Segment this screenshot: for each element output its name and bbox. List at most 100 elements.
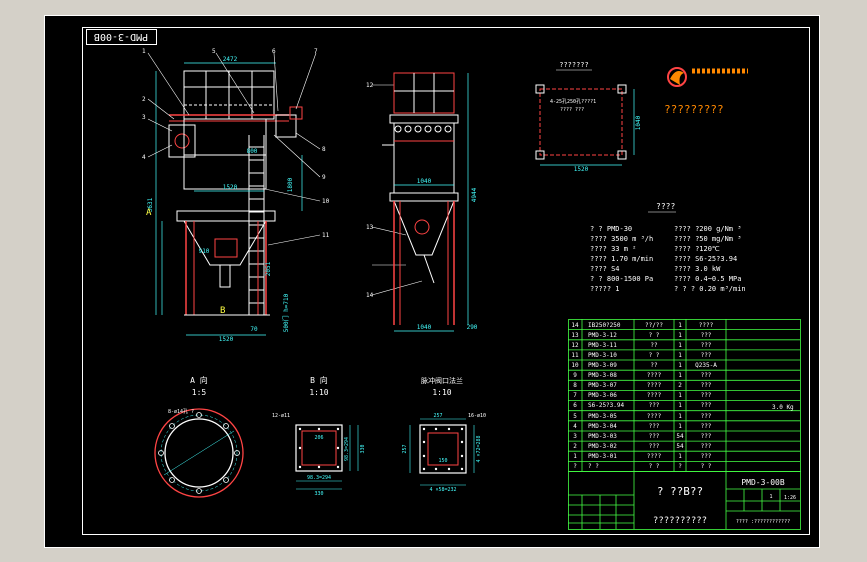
dim-1520-mid: 1520 — [223, 184, 238, 191]
view-a[interactable]: A 向 1:5 8-ø14孔 ? — [154, 375, 244, 498]
bom-no: 14 — [571, 322, 579, 329]
bom-code: PMD-3-04 — [588, 423, 617, 430]
bom-no: 12 — [571, 342, 579, 349]
spec-right-5: ???? 0.4~0.5 MPa — [674, 275, 741, 283]
dim-910: 910 — [199, 248, 210, 255]
bom-qty: 54 — [676, 433, 684, 440]
view-b-scale: 1:10 — [309, 388, 328, 397]
bom-code: PMD-3-09 — [588, 362, 617, 369]
view-b-inner: 206 — [314, 435, 323, 441]
drawing-code-stamp: PMD-3-00B — [86, 29, 157, 45]
callout-11: 11 — [322, 232, 330, 239]
dim-2051: 2051 — [265, 261, 272, 276]
bom-mat: ??? — [701, 433, 712, 440]
bom-name: ???? — [647, 382, 662, 389]
spec-right-0: ???? ?200 g/Nm ³ — [674, 225, 741, 233]
callout-2: 2 — [142, 96, 146, 103]
dim-1800: 1800 — [287, 177, 294, 192]
side-view[interactable] — [382, 72, 459, 325]
specs-title: ???? — [656, 202, 675, 211]
dim-800: 800 — [247, 148, 258, 155]
bom-mat: ??? — [701, 342, 712, 349]
bom-mat: ??? — [701, 392, 712, 399]
view-c-label: 脉冲阀口法兰 — [421, 376, 463, 385]
bom-code: PMD-3-01 — [588, 453, 617, 460]
bom-no: 9 — [573, 372, 577, 379]
bom-qty: 54 — [676, 443, 684, 450]
bom-mat: ??? — [701, 443, 712, 450]
bom-no: ? — [573, 463, 577, 470]
title-block[interactable]: ? ??B?? ?????????? PMD-3-00B 1:26 1 ????… — [568, 471, 801, 530]
bom-name: ?? — [650, 342, 658, 349]
technical-specs: ???? ? ? PMD-30 ???? ?200 g/Nm ³ ???? 35… — [590, 202, 746, 293]
foundation-layout[interactable]: ??????? 4-25孔250孔????1 ???? ??? 1520 104… — [535, 61, 642, 173]
scale-ratio: 1:26 — [784, 495, 796, 501]
spec-right-1: ???? ?50 mg/Nm ³ — [674, 235, 741, 243]
dim-500: 500门 h=710 — [282, 293, 290, 332]
bom-code: PMD-3-12 — [588, 332, 617, 339]
bom-code: PMD-3-08 — [588, 372, 617, 379]
bom-mat: Q235-A — [695, 362, 717, 369]
bom-code: S6-25?3.94 — [588, 402, 625, 409]
hole-note: 4-25孔250孔????1 — [550, 98, 596, 105]
logo-text: ????????? — [664, 103, 724, 116]
view-c-pitch: 4 ×58=232 — [429, 487, 456, 493]
bom-no: 7 — [573, 392, 577, 399]
view-c-pitch-v: 4 ×72=288 — [476, 435, 482, 462]
bom-table[interactable]: 14 IB250?250 ??/?? 1 ???? 13 PMD-3-12 ? … — [568, 319, 801, 472]
view-c-inner: 150 — [438, 458, 447, 464]
bom-name: ??? — [649, 433, 660, 440]
spec-right-2: ???? ?120℃ — [674, 245, 720, 253]
bom-no: 13 — [571, 332, 579, 339]
bom-name: ? ? — [649, 352, 660, 359]
spec-left-5: ? ? 800-1500 Pa — [590, 275, 653, 283]
bom-name: ???? — [647, 392, 662, 399]
view-c[interactable]: 脉冲阀口法兰 1:10 16-ø10 257 150 4 ×58=232 257… — [402, 376, 486, 493]
callout-leaders — [147, 52, 423, 296]
bom-mat: ??? — [701, 413, 712, 420]
weight-note: 3.0 Kg — [772, 404, 794, 411]
bom-name: ??/?? — [645, 322, 663, 329]
callout-6: 6 — [272, 48, 276, 55]
cad-drawing: PMD-3-00B — [44, 15, 820, 548]
front-view[interactable] — [168, 70, 303, 316]
side-header — [393, 72, 455, 114]
drawing-canvas[interactable]: PMD-3-00B — [44, 15, 820, 548]
bom-no: 2 — [573, 443, 577, 450]
bom-qty: 1 — [678, 453, 682, 460]
view-a-scale: 1:5 — [192, 388, 207, 397]
side-view-dimensions — [394, 73, 469, 332]
view-b[interactable]: B 向 1:10 12-ø11 206 98.3=294 330 98.3=29… — [272, 375, 366, 497]
bom-qty: 1 — [678, 342, 682, 349]
bom-mat: ??? — [701, 332, 712, 339]
filter-body — [183, 118, 267, 190]
bom-no: 4 — [573, 423, 577, 430]
dim-1520-top: 1520 — [574, 166, 589, 173]
dim-290: 290 — [467, 324, 478, 331]
bom-qty: 1 — [678, 322, 682, 329]
view-b-outer: 330 — [314, 491, 323, 497]
spec-right-3: ???? S6-25?3.94 — [674, 255, 737, 263]
view-b-holes: 12-ø11 — [272, 413, 290, 419]
dim-1040-top: 1040 — [635, 115, 642, 130]
view-a-holes: 8-ø14孔 ? — [168, 408, 194, 415]
bom-no: 10 — [571, 362, 579, 369]
bom-qty: 1 — [678, 423, 682, 430]
bom-code: PMD-3-02 — [588, 443, 617, 450]
bom-qty: 1 — [678, 392, 682, 399]
arrow-b-label: B — [220, 306, 225, 316]
drawing-code: PMD-3-00B — [741, 478, 785, 487]
hole-note-2: ???? ??? — [560, 107, 584, 113]
spec-left-6: ????? 1 — [590, 285, 620, 293]
stamp-code-text: PMD-3-00B — [94, 31, 148, 42]
bom-qty: 1 — [678, 372, 682, 379]
bom-no: 3 — [573, 433, 577, 440]
bom-name: ?? — [650, 362, 658, 369]
bom-mat: ??? — [701, 372, 712, 379]
drawing-name: ? ??B?? — [657, 485, 703, 498]
bom-mat: ??? — [701, 382, 712, 389]
callout-7: 7 — [314, 48, 318, 55]
callout-1: 1 — [142, 48, 146, 55]
dim-4944: 4944 — [471, 187, 478, 202]
bom-code: PMD-3-03 — [588, 433, 617, 440]
